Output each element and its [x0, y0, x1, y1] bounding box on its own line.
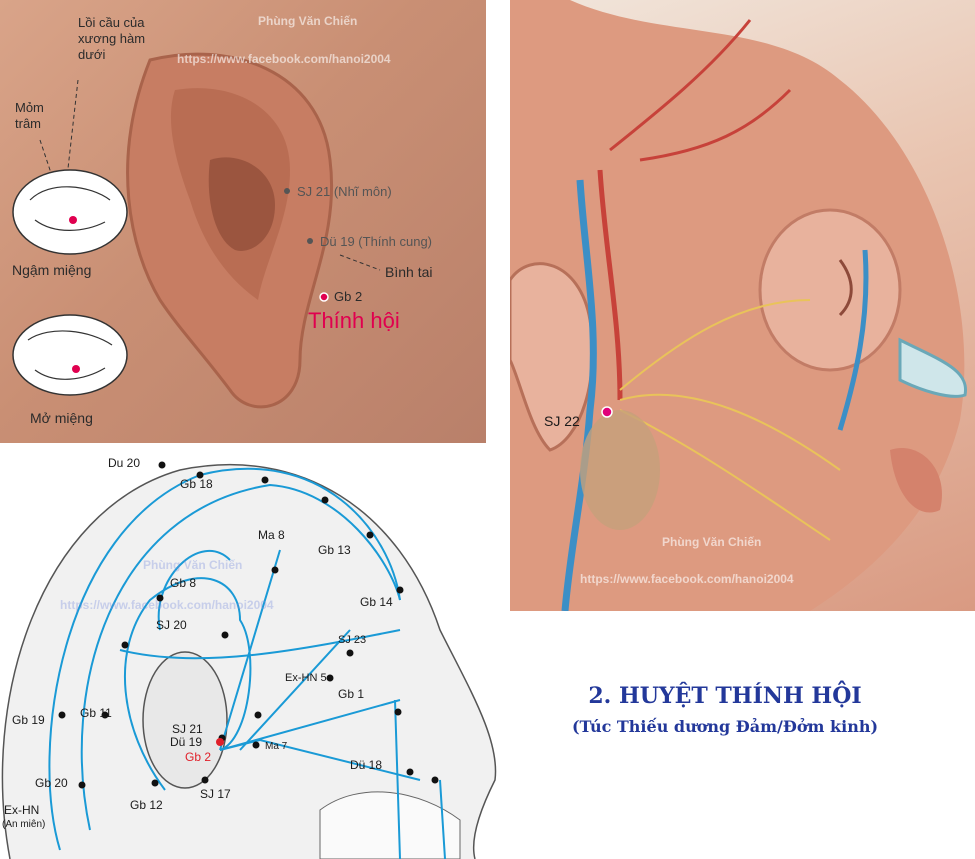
sj22-marker: [601, 406, 613, 418]
pt-gb8: Gb 8: [170, 576, 197, 590]
facial-anatomy-illustration: [510, 0, 968, 611]
title-main: 2. HUYỆT THÍNH HỘI: [588, 683, 862, 709]
pt-du18: Dü 18: [350, 758, 383, 772]
ear-photo-panel: Lồi cầu của xương hàm dưới Mỏm trâm Ngậm…: [0, 0, 486, 443]
du19-marker: [307, 238, 313, 244]
gb2-marker: [319, 292, 329, 302]
pt-gb11: Gb 11: [80, 706, 112, 720]
pt-gb1: Gb 1: [338, 687, 365, 701]
pt-sj23: SJ 23: [338, 634, 367, 646]
pt-gb19: Gb 19: [12, 713, 45, 727]
label-sj21: SJ 21 (Nhĩ môn): [297, 184, 392, 199]
anatomy-watermark-url: https://www.facebook.com/hanoi2004: [580, 572, 794, 586]
label-thinh-hoi: Thính hội: [308, 308, 400, 333]
pt-gb20: Gb 20: [35, 776, 68, 790]
pt-an-mien: (An miên): [2, 819, 46, 830]
pt-ma8: Ma 8: [258, 528, 285, 542]
anatomy-watermark-name: Phùng Văn Chiến: [662, 535, 762, 549]
label-du19: Dü 19 (Thính cung): [320, 234, 433, 249]
pt-gb18: Gb 18: [180, 477, 213, 491]
pt-sj17: SJ 17: [200, 787, 231, 801]
title-block: 2. HUYỆT THÍNH HỘI (Túc Thiếu dương Đảm/…: [515, 683, 935, 736]
pt-du19: Dü 19: [170, 735, 203, 749]
label-open-mouth: Mở miệng: [30, 410, 93, 426]
pt-exhn: Ex-HN: [4, 803, 40, 817]
anatomy-panel: SJ 22 Phùng Văn Chiến https://www.facebo…: [510, 0, 975, 611]
label-gb2: Gb 2: [334, 289, 363, 304]
open-mouth-inset: [12, 314, 128, 396]
pt-gb2: Gb 2: [185, 750, 212, 764]
pt-gb14: Gb 14: [360, 595, 393, 609]
pt-gb12: Gb 12: [130, 798, 163, 812]
watermark-url: https://www.facebook.com/hanoi2004: [177, 52, 391, 66]
watermark-name: Phùng Văn Chiến: [258, 14, 358, 28]
pt-sj21: SJ 21: [172, 722, 203, 736]
meridian-diagram-panel: Du 20 Gb 18 Ma 8 Gb 13 Gb 8 Gb 14 SJ 20 …: [0, 450, 500, 859]
pt-ma7: Ma 7: [265, 741, 288, 752]
label-mandible-condyle: Lồi cầu của xương hàm dưới: [78, 15, 146, 62]
pt-sj20: SJ 20: [156, 618, 187, 632]
title-sub: (Túc Thiếu dương Đảm/Đởm kinh): [571, 717, 879, 736]
diagram-watermark-url: https://www.facebook.com/hanoi2004: [60, 598, 274, 612]
label-tragus: Bình tai: [385, 264, 433, 280]
open-mouth-point-marker: [72, 365, 80, 373]
gb2-diagram-marker: [216, 738, 224, 746]
closed-mouth-point-marker: [69, 216, 77, 224]
sj21-marker: [284, 188, 290, 194]
head-meridian-diagram: [1, 461, 497, 859]
ear-illustration: [12, 52, 381, 409]
label-closed-mouth: Ngậm miệng: [12, 262, 92, 278]
pt-gb13: Gb 13: [318, 543, 351, 557]
pt-exhn5: Ex-HN 5: [285, 672, 327, 684]
pt-du20: Du 20: [108, 456, 141, 470]
label-sj22: SJ 22: [544, 413, 580, 429]
closed-mouth-inset: [12, 169, 128, 255]
diagram-watermark-name: Phùng Văn Chiến: [143, 558, 243, 572]
label-styloid-process: Mỏm trâm: [15, 100, 44, 131]
